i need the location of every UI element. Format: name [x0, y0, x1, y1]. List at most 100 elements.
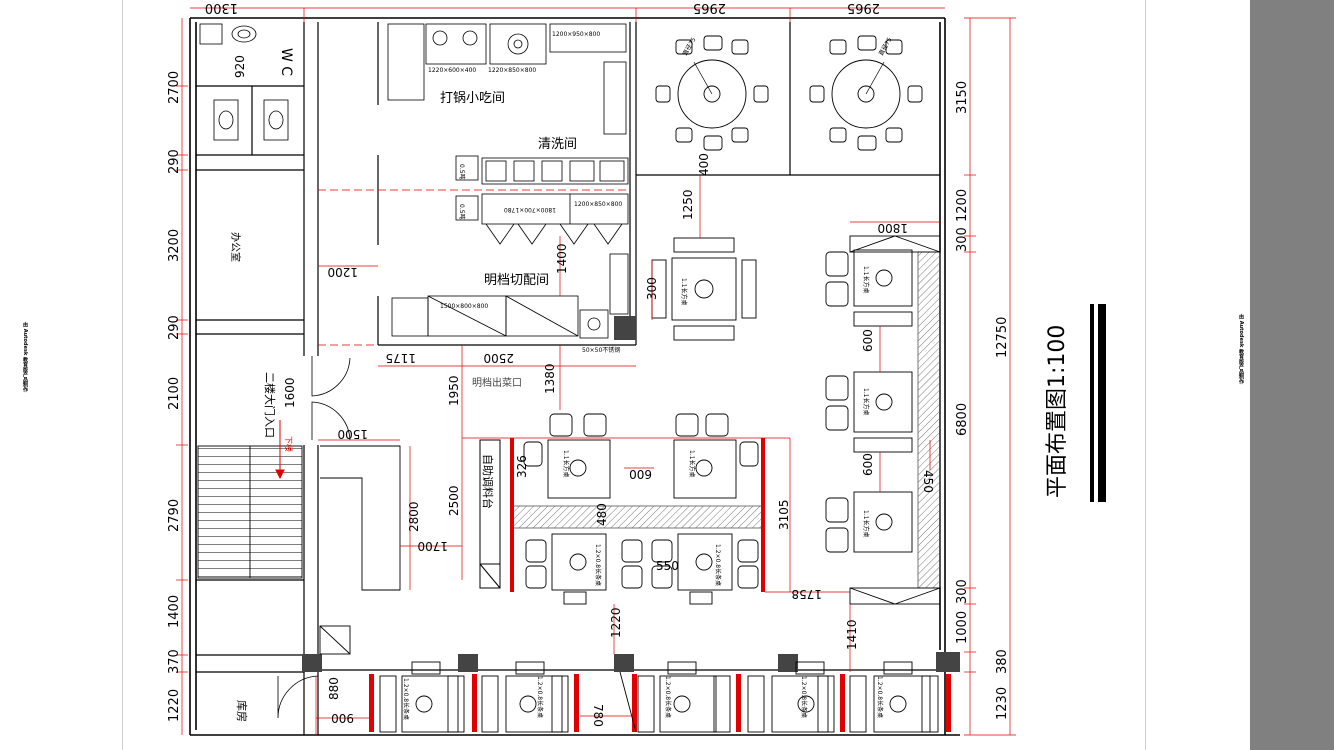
- label-booth-3: 1.2×0.8长条桌: [664, 676, 672, 718]
- partition-boxes: [849, 235, 941, 605]
- dim-right-300a: 300: [955, 227, 970, 252]
- label-storage: 库房: [235, 700, 248, 722]
- dim-1700: 1700: [417, 539, 448, 553]
- eq-label-1: 1220×600×400: [428, 67, 476, 74]
- dim-1175: 1175: [385, 351, 416, 365]
- dim-300: 300: [645, 277, 659, 300]
- gray-sidebar-strip: [1250, 0, 1334, 750]
- dim-1758: 1758: [791, 587, 822, 601]
- dim-left-1400: 1400: [167, 595, 182, 628]
- eq-label-basin: 0.5吨: [458, 204, 466, 220]
- dim-1400: 1400: [555, 243, 569, 274]
- dim-right-6800: 6800: [955, 403, 970, 436]
- dim-left-2100: 2100: [167, 377, 182, 410]
- interior-walls: [196, 22, 945, 735]
- dim-left-2700: 2700: [167, 71, 182, 104]
- label-round-1: 直径75: [681, 36, 698, 57]
- dim-780: 780: [591, 704, 605, 727]
- watermark-right: 由 Autodesk 教育版产品制作: [1238, 314, 1244, 385]
- right-margin: [1145, 0, 1251, 750]
- dim-right-1200: 1200: [955, 189, 970, 222]
- dim-920: 920: [233, 55, 247, 78]
- stair-arrow: [275, 420, 285, 480]
- watermark-left: 由 Autodesk 教育版产品制作: [22, 322, 28, 393]
- dim-left-290a: 290: [167, 149, 182, 174]
- dim-326: 326: [515, 455, 529, 478]
- dim-600c: 600: [861, 453, 875, 476]
- dim-900: 900: [331, 711, 354, 725]
- dim-600a: 600: [629, 467, 652, 481]
- dim-1250: 1250: [681, 189, 695, 220]
- doors: [277, 356, 351, 719]
- label-booth-5: 1.2×0.8长条桌: [876, 676, 884, 718]
- label-washing-room: 清洗间: [538, 137, 577, 152]
- structural-columns: [302, 316, 960, 672]
- dim-1410: 1410: [845, 619, 859, 650]
- dim-2800: 2800: [407, 501, 421, 532]
- dim-left-3200: 3200: [167, 229, 182, 262]
- dim-right-1000: 1000: [955, 611, 970, 644]
- dimension-dashes: [318, 189, 630, 346]
- dim-left-290b: 290: [167, 315, 182, 340]
- booth-tables: [379, 661, 939, 733]
- dim-1220: 1220: [609, 607, 623, 638]
- dim-3105: 3105: [777, 499, 791, 530]
- dim-2500a: 2500: [483, 351, 514, 365]
- kitchen-equipment: [387, 23, 629, 339]
- dining-tables: [523, 237, 913, 605]
- plan-title: 平面布置图1:100: [1045, 325, 1070, 498]
- label-hotpot-room: 打锅小吃间: [440, 90, 505, 106]
- dim-600b: 600: [861, 329, 875, 352]
- eq-label-2: 1220×850×800: [488, 67, 536, 74]
- dimension-texts: 1300 2965 2965 2700 290 3200 290 2100 27…: [167, 0, 1010, 722]
- dim-1950: 1950: [447, 375, 461, 406]
- label-square-2: 1.1长方桌: [862, 266, 870, 294]
- dim-right-3150: 3150: [955, 81, 970, 114]
- eq-label-6: 1500×800×800: [440, 303, 488, 310]
- eq-label-sink2: 0.5吨: [458, 164, 466, 180]
- dim-400: 400: [697, 153, 711, 176]
- label-square-5: 1.1长方桌: [562, 450, 570, 478]
- label-booth-1: 1.2×0.8长条桌: [402, 678, 410, 720]
- dim-1800: 1800: [877, 221, 908, 235]
- eq-label-4: 1800×700×1780: [504, 206, 556, 213]
- eq-label-sink: 50×50不锈钢: [582, 346, 620, 354]
- equipment-labels: 1220×600×400 1220×850×800 1200×950×800 1…: [428, 31, 622, 354]
- hatched-partitions: [511, 251, 941, 589]
- dim-right-12750: 12750: [995, 317, 1010, 358]
- label-office: 办公室: [229, 232, 242, 262]
- label-booth-4: 1.2×0.8长条桌: [800, 676, 808, 718]
- dim-top-2965-a: 2965: [693, 0, 726, 15]
- dim-1600: 1600: [283, 377, 297, 408]
- label-rect-2: 1.2×0.8长条桌: [714, 544, 722, 586]
- staircase: [197, 445, 401, 655]
- label-square-1: 1.1长方桌: [680, 278, 688, 306]
- dimension-lines: [176, 7, 1016, 736]
- dim-left-1220: 1220: [167, 689, 182, 722]
- dim-top-1300: 1300: [205, 0, 238, 15]
- label-square-6: 1.1长方桌: [688, 450, 696, 478]
- label-down: 下楼: [284, 436, 294, 452]
- drawing-title: 平面布置图1:100: [1045, 304, 1106, 502]
- room-labels: W C 办公室 打锅小吃间 清洗间 明档切配间 库房 二楼大门入口 明档出菜口 …: [229, 48, 577, 722]
- dim-880: 880: [327, 677, 341, 700]
- dim-right-1230: 1230: [995, 687, 1010, 720]
- label-rect-1: 1.2×0.8长条桌: [594, 544, 602, 586]
- eq-label-5: 1200×850×800: [574, 201, 622, 208]
- dim-top-2965-b: 2965: [847, 0, 880, 15]
- dim-550: 550: [656, 559, 679, 573]
- label-wc: W C: [278, 48, 294, 76]
- dim-480: 480: [595, 503, 609, 526]
- dim-450: 450: [921, 470, 935, 493]
- dim-left-370: 370: [167, 649, 182, 674]
- red-screens: [369, 438, 951, 732]
- left-margin: [0, 0, 123, 750]
- private-room-2: [809, 35, 923, 151]
- label-booth-2: 1.2×0.8长条桌: [536, 676, 544, 718]
- dim-left-2790: 2790: [167, 499, 182, 532]
- wc-fixtures: [199, 23, 289, 141]
- label-square-4: 1.1长方桌: [862, 510, 870, 538]
- label-buffet: 自助调料台: [481, 454, 495, 509]
- dim-1500: 1500: [337, 427, 368, 441]
